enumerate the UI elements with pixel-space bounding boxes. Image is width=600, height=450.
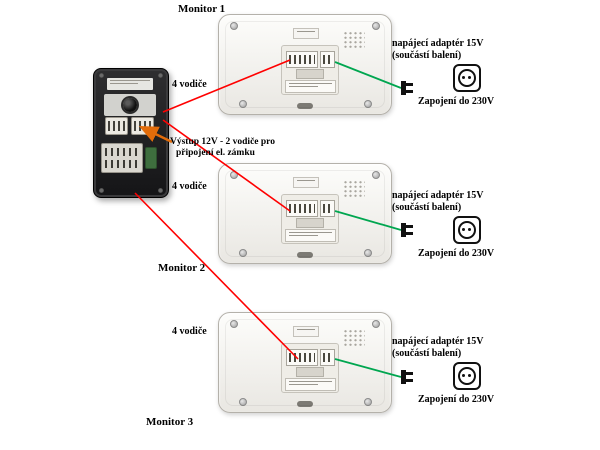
power-annotation-monitor-2: napájecí adaptér 15V (součástí balení) Z… <box>392 190 526 259</box>
terminal-block <box>286 200 318 217</box>
screw-icon <box>372 171 380 179</box>
socket-hole <box>462 374 465 377</box>
wire-count-label-1: 4 vodiče <box>172 79 207 90</box>
sticker-text-line <box>289 83 332 84</box>
station-front-panel <box>104 94 156 116</box>
screw-icon <box>364 100 372 108</box>
terminal-block <box>286 51 318 68</box>
screw-icon <box>99 73 104 78</box>
station-terminal-block-1 <box>105 117 128 135</box>
screw-icon <box>372 320 380 328</box>
screw-icon <box>372 22 380 30</box>
wire-count-label-3: 4 vodiče <box>172 326 207 337</box>
screw-icon <box>230 320 238 328</box>
sticker-text-line <box>297 180 315 181</box>
mounting-hole <box>297 252 313 258</box>
power-plug-icon <box>401 223 413 237</box>
terminal-block <box>320 51 335 68</box>
sticker-text-line <box>110 83 138 84</box>
station-terminal-strip <box>101 143 143 173</box>
sticker-text-line <box>289 384 319 385</box>
adapter-label-line-2: (součástí balení) <box>392 50 462 61</box>
wiring-sticker <box>285 378 336 391</box>
screw-icon <box>239 398 247 406</box>
terminal-block <box>286 349 318 366</box>
wall-socket-icon <box>453 362 481 390</box>
monitor-2-rear <box>218 163 392 264</box>
terminal-block <box>320 200 335 217</box>
socket-ring <box>458 69 476 87</box>
wire-count-label-2: 4 vodiče <box>172 181 207 192</box>
serial-sticker <box>293 326 319 337</box>
power-plug-icon <box>401 81 413 95</box>
socket-ring <box>458 367 476 385</box>
monitor-connector-area <box>281 343 339 393</box>
socket-label: Zapojení do 230V <box>418 248 495 259</box>
screw-icon <box>364 398 372 406</box>
sticker-text-line <box>289 381 332 382</box>
socket-hole <box>462 228 465 231</box>
socket-ring <box>458 221 476 239</box>
screw-icon <box>158 73 163 78</box>
monitor-1-label: Monitor 1 <box>178 3 226 15</box>
wiring-sticker <box>285 80 336 93</box>
screw-icon <box>239 100 247 108</box>
sticker-text-line <box>110 80 150 81</box>
connector-socket <box>296 367 324 377</box>
sticker-text-line <box>289 232 332 233</box>
screw-icon <box>99 188 104 193</box>
monitor-1-rear <box>218 14 392 115</box>
adapter-label-line-1: napájecí adaptér 15V <box>392 38 484 49</box>
adapter-label-line-2: (součástí balení) <box>392 348 462 359</box>
camera-lens-icon <box>123 98 137 112</box>
power-annotation-monitor-3: napájecí adaptér 15V (součástí balení) Z… <box>392 336 526 405</box>
sticker-text-line <box>289 86 319 87</box>
wall-socket-icon <box>453 216 481 244</box>
adapter-label-line-2: (součástí balení) <box>392 202 462 213</box>
station-lock-terminal <box>145 147 157 169</box>
screw-icon <box>239 249 247 257</box>
mounting-hole <box>297 401 313 407</box>
station-label-sticker <box>107 78 153 90</box>
sticker-text-line <box>297 31 315 32</box>
sticker-text-line <box>297 329 315 330</box>
monitor-3-rear <box>218 312 392 413</box>
terminal-block <box>320 349 335 366</box>
lock-note-line-1: Výstup 12V - 2 vodiče pro <box>170 137 275 147</box>
power-plug-icon <box>401 370 413 384</box>
screw-icon <box>230 22 238 30</box>
speaker-grille-icon <box>343 31 365 49</box>
power-annotation-monitor-1: napájecí adaptér 15V (součástí balení) Z… <box>392 38 526 107</box>
mounting-hole <box>297 103 313 109</box>
monitor-3-label: Monitor 3 <box>146 416 194 428</box>
screw-icon <box>364 249 372 257</box>
monitor-connector-area <box>281 45 339 95</box>
speaker-grille-icon <box>343 329 365 347</box>
serial-sticker <box>293 28 319 39</box>
wall-socket-icon <box>453 64 481 92</box>
monitor-connector-area <box>281 194 339 244</box>
speaker-grille-icon <box>343 180 365 198</box>
door-station <box>93 68 169 198</box>
lock-output-note: Výstup 12V - 2 vodiče pro připojení el. … <box>170 137 320 159</box>
connector-socket <box>296 218 324 228</box>
screw-icon <box>158 188 163 193</box>
sticker-text-line <box>289 235 319 236</box>
socket-hole <box>468 228 471 231</box>
screw-icon <box>230 171 238 179</box>
wiring-sticker <box>285 229 336 242</box>
socket-hole <box>468 374 471 377</box>
serial-sticker <box>293 177 319 188</box>
socket-hole <box>468 76 471 79</box>
connector-socket <box>296 69 324 79</box>
monitor-2-label: Monitor 2 <box>158 262 206 274</box>
socket-hole <box>462 76 465 79</box>
station-terminal-block-2 <box>131 117 154 135</box>
adapter-label-line-1: napájecí adaptér 15V <box>392 190 484 201</box>
socket-label: Zapojení do 230V <box>418 96 495 107</box>
socket-label: Zapojení do 230V <box>418 394 495 405</box>
lock-note-line-2: připojení el. zámku <box>176 148 255 158</box>
adapter-label-line-1: napájecí adaptér 15V <box>392 336 484 347</box>
